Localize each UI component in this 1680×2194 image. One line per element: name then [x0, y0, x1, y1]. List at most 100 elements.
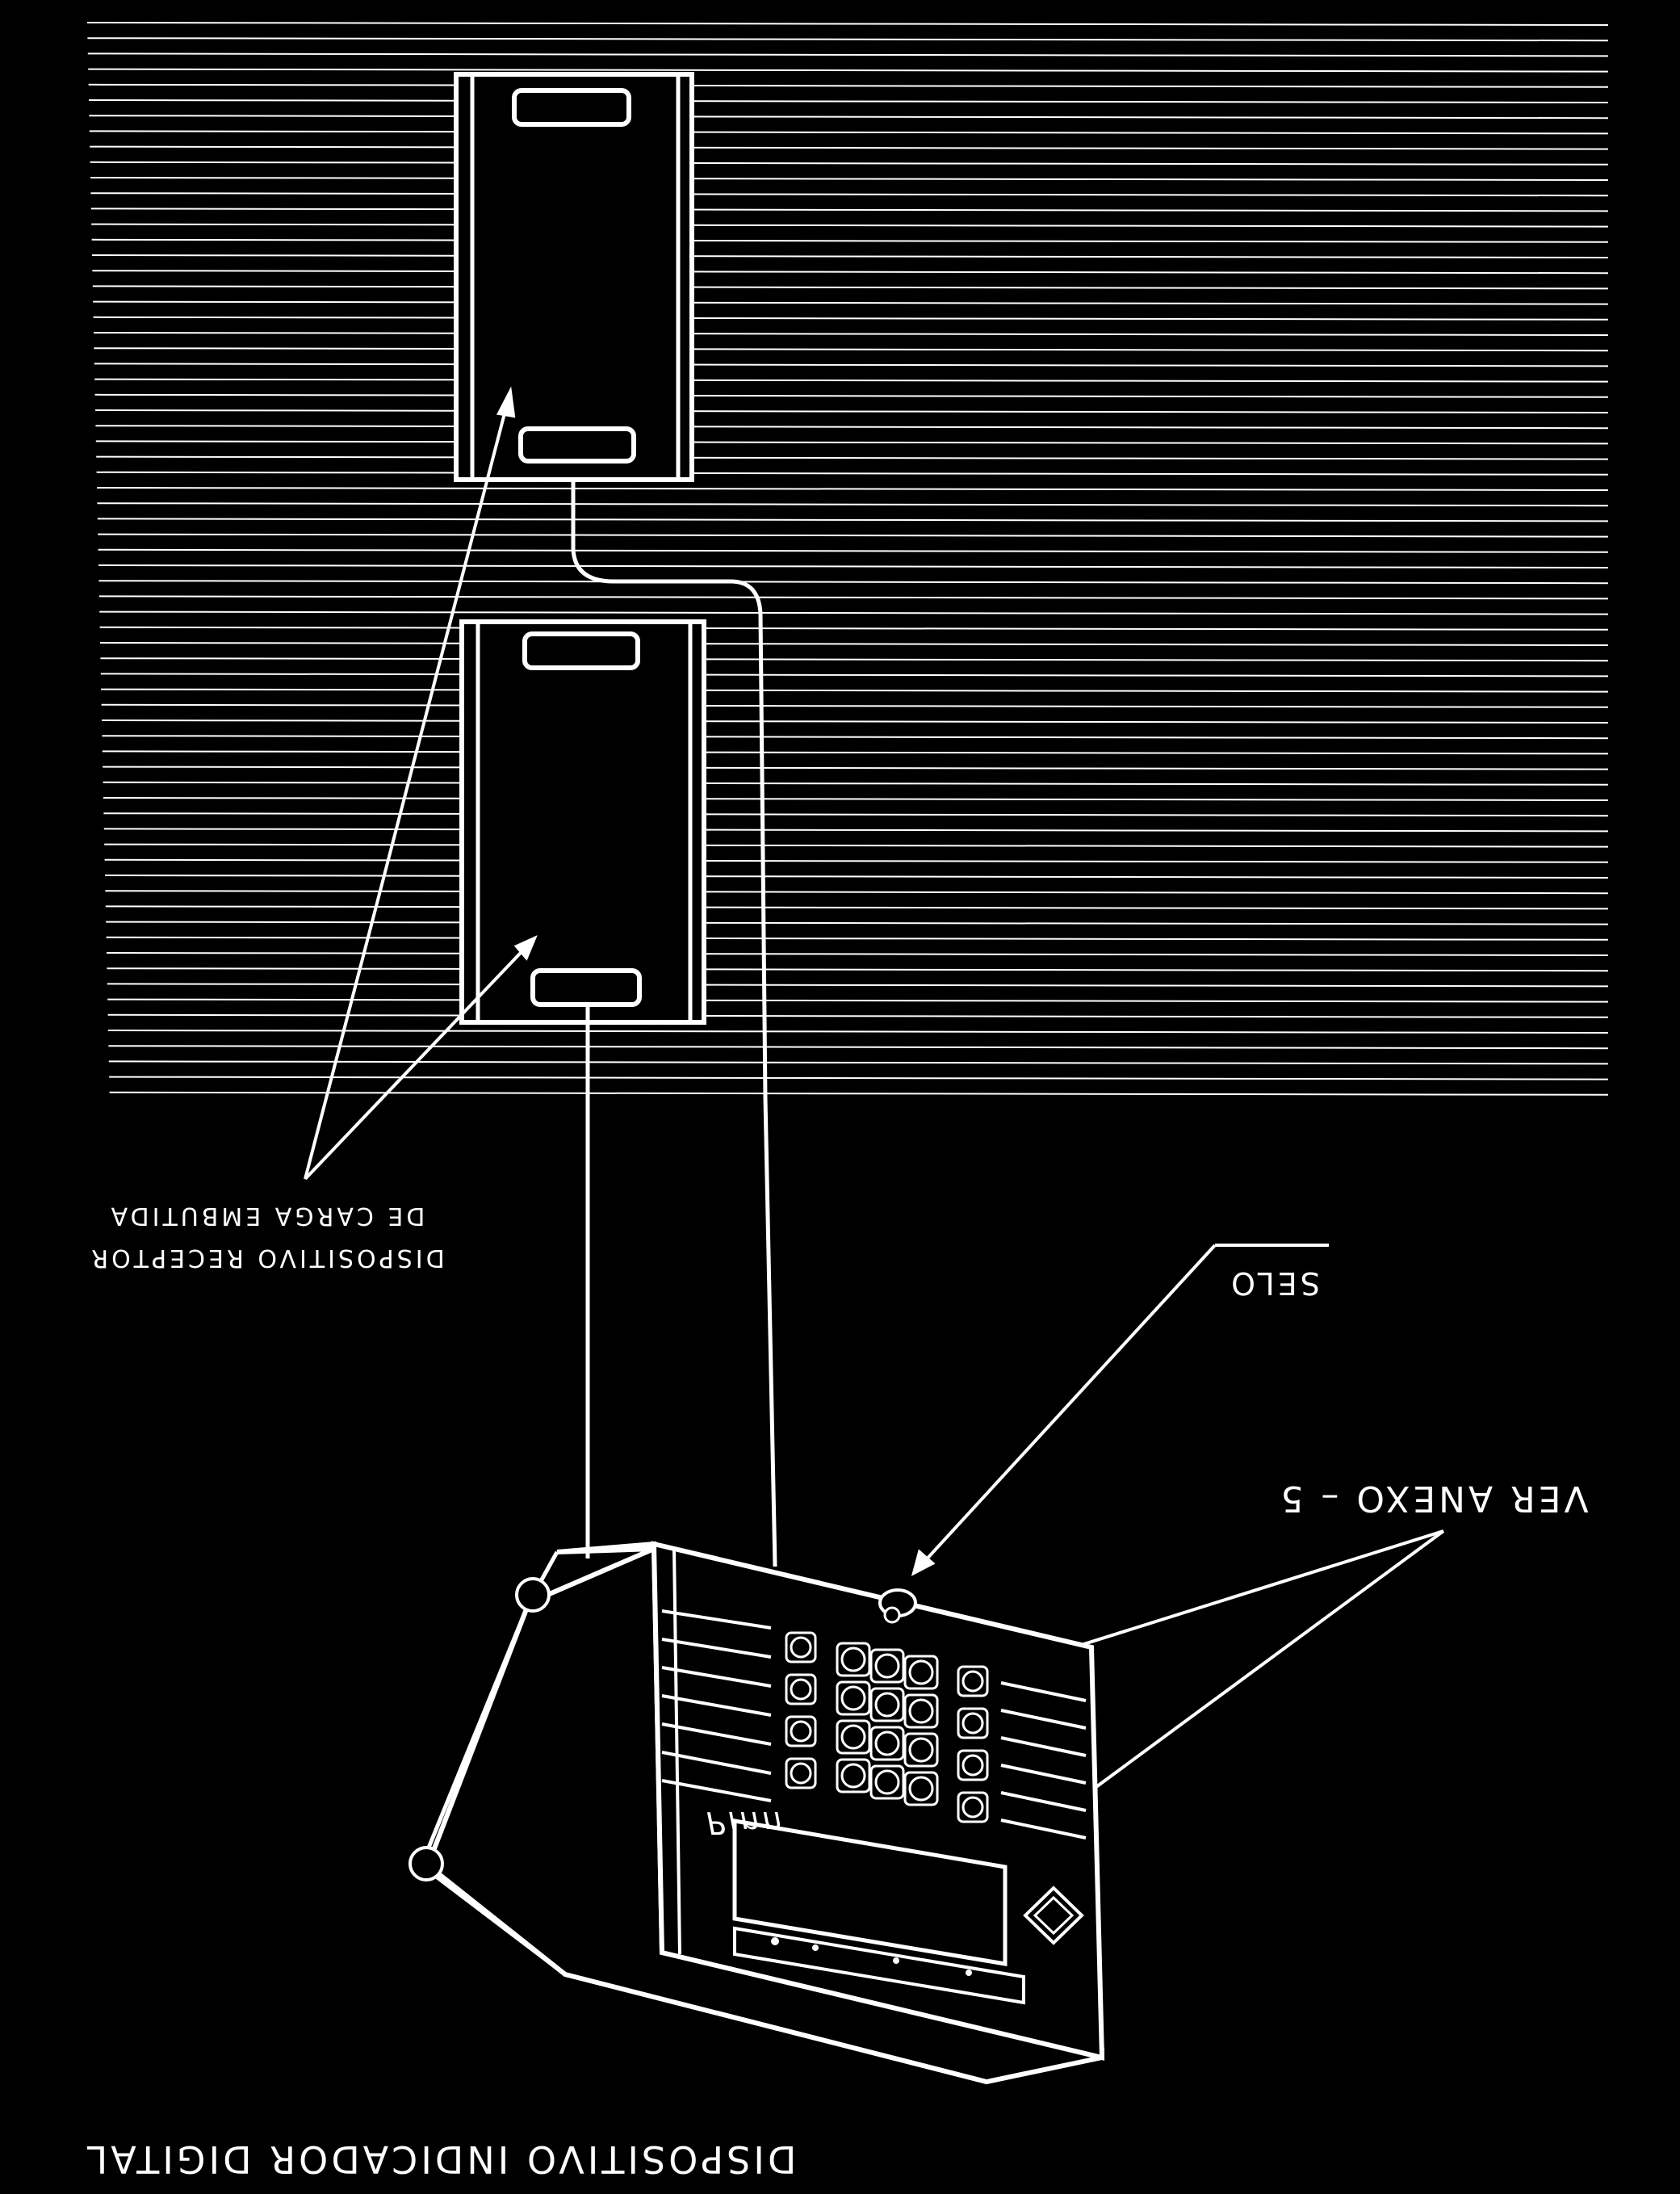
selo-label: SELO [1228, 1265, 1320, 1301]
keypad-button-right [957, 1707, 989, 1739]
hatch-line [95, 440, 1609, 445]
lower-slot-top [522, 631, 640, 670]
keypad-button-left [785, 1757, 817, 1789]
keypad-button-right [957, 1665, 989, 1697]
hatch-line [95, 425, 1609, 430]
upper-slot-bottom [518, 426, 636, 464]
load-receptor-lower [459, 619, 706, 1025]
hatch-line [94, 393, 1609, 398]
floor-hatch [86, 22, 1609, 1096]
cables [571, 480, 777, 1567]
hatch-line [106, 952, 1609, 956]
receptor-label-line2: DE CARGA EMBUTIDA [108, 1202, 425, 1230]
hatch-line [108, 1045, 1609, 1050]
labels: DISPOSITIVO RECEPTOR DE CARGA EMBUTIDA S… [84, 1202, 1589, 2181]
keypad-button-left [785, 1673, 817, 1705]
hatch-line [103, 797, 1609, 801]
keypad-button-left [785, 1715, 817, 1747]
keypad-button-numeric [836, 1680, 871, 1716]
hatch-line [100, 657, 1609, 662]
hatch-line [89, 115, 1609, 120]
hatch-line [90, 192, 1609, 197]
device-keypad [785, 1631, 989, 1823]
hatch-line [91, 223, 1609, 228]
hatch-line [102, 750, 1609, 755]
hatch-line [107, 1013, 1609, 1018]
hatch-line [96, 487, 1609, 491]
hatch-line [88, 83, 1609, 88]
device-logo-icon [1023, 1886, 1084, 1945]
hatch-line [106, 921, 1609, 925]
hatch-line [107, 967, 1609, 972]
hatch-line [94, 347, 1609, 352]
keypad-button-numeric [903, 1693, 939, 1729]
device-status-strip [733, 1926, 1025, 2005]
hatch-line [97, 502, 1609, 507]
receptor-leaders [304, 386, 538, 1181]
keypad-button-numeric [869, 1764, 905, 1800]
hatch-line [88, 99, 1609, 103]
hatch-line [107, 983, 1609, 988]
load-receptor-upper [454, 72, 694, 482]
hatch-line [93, 316, 1609, 321]
keypad-button-numeric [869, 1687, 905, 1722]
hatch-line [99, 642, 1609, 646]
hatch-line [107, 1030, 1609, 1034]
hatch-line [94, 378, 1609, 383]
hatch-line [104, 858, 1609, 863]
hatch-line [102, 735, 1609, 740]
hatch-line [93, 332, 1609, 336]
hatch-line [104, 875, 1609, 879]
keypad-button-numeric [836, 1719, 871, 1755]
hatch-line [90, 161, 1609, 166]
hatch-line [90, 208, 1609, 212]
keypad-button-numeric [836, 1642, 871, 1677]
vent-lines-left [661, 1609, 772, 1802]
keypad-button-numeric [903, 1771, 939, 1806]
hatch-line [91, 254, 1609, 258]
hatch-line [87, 37, 1609, 42]
hatch-line [94, 409, 1609, 413]
hatch-line [91, 238, 1609, 243]
ver-anexo-label: VER ANEXO – 5 [1277, 1478, 1588, 1519]
keypad-button-numeric [903, 1732, 939, 1768]
hatch-line [90, 145, 1609, 150]
hatch-line [98, 564, 1609, 568]
hatch-line [92, 285, 1609, 290]
hatch-line [104, 843, 1609, 848]
hatch-line [92, 270, 1609, 275]
hatch-line [105, 905, 1609, 910]
hatch-line [106, 936, 1609, 941]
device-display-window [732, 1819, 1008, 1966]
hatch-line [98, 595, 1609, 600]
selo-leader [911, 1244, 1329, 1576]
hatch-line [99, 610, 1609, 615]
hatch-line [99, 626, 1609, 631]
hatch-line [100, 673, 1609, 677]
hatch-line [101, 719, 1609, 724]
keypad-button-numeric [836, 1758, 871, 1793]
receptor-label-line1: DISPOSITIVO RECEPTOR [88, 1244, 444, 1272]
keypad-button-right [957, 1791, 989, 1823]
hatch-line [107, 998, 1609, 1003]
hatch-line [98, 580, 1609, 585]
hatch-line [89, 130, 1609, 135]
keypad-button-numeric [869, 1648, 905, 1684]
hatch-line [96, 455, 1609, 460]
keypad-button-left [785, 1631, 817, 1663]
mounting-knob-top [515, 1577, 551, 1613]
hatch-line [93, 300, 1609, 305]
hatch-line [88, 68, 1609, 73]
hatch-line [96, 471, 1609, 476]
hatch-line [98, 533, 1609, 538]
hatch-line [97, 518, 1609, 522]
hatch-line [94, 363, 1609, 367]
hatch-line [98, 548, 1609, 553]
hatch-line [105, 890, 1609, 895]
indicador-label: DISPOSITIVO INDICADOR DIGITAL [84, 2137, 797, 2181]
hatch-line [108, 1060, 1609, 1065]
hatch-line [86, 22, 1609, 26]
hatch-line [87, 52, 1609, 57]
